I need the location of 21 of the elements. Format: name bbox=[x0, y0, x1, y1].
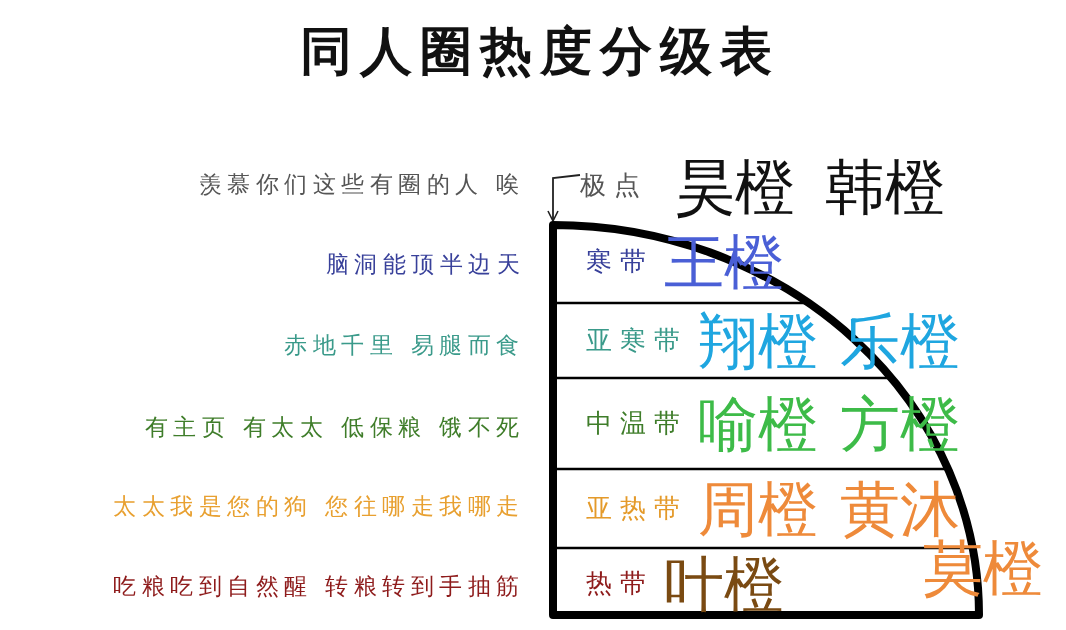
quarter-circle-diagram bbox=[549, 221, 983, 619]
name-label: 翔橙 bbox=[698, 307, 818, 374]
name-label: 喻橙 bbox=[698, 390, 818, 457]
name-label: 昊橙 bbox=[675, 154, 795, 220]
zone-label: 亚热带 bbox=[586, 492, 688, 525]
zone-label: 中温带 bbox=[586, 407, 688, 440]
zone-description: 太太我是您的狗 您往哪走我哪走 bbox=[113, 493, 525, 521]
title: 同人圈热度分级表 bbox=[300, 22, 780, 82]
pole-label: 极点 bbox=[580, 170, 648, 202]
zone-label: 热带 bbox=[586, 567, 654, 600]
zone-description: 吃粮吃到自然醒 转粮转到手抽筋 bbox=[113, 573, 525, 601]
zone-description: 脑洞能顶半边天 bbox=[325, 251, 525, 279]
name-label: 韩橙 bbox=[825, 154, 945, 220]
zone-label: 寒带 bbox=[586, 246, 654, 278]
zone-label: 亚寒带 bbox=[586, 324, 688, 357]
zone-description: 赤地千里 易腿而食 bbox=[284, 332, 525, 360]
zone-description: 羡慕你们这些有圈的人 唉 bbox=[198, 171, 525, 199]
arrow bbox=[547, 174, 581, 222]
name-label: 叶橙 bbox=[664, 550, 784, 617]
name-label: 周橙 bbox=[698, 475, 818, 542]
zone-description: 有主页 有太太 低保粮 饿不死 bbox=[144, 414, 525, 442]
